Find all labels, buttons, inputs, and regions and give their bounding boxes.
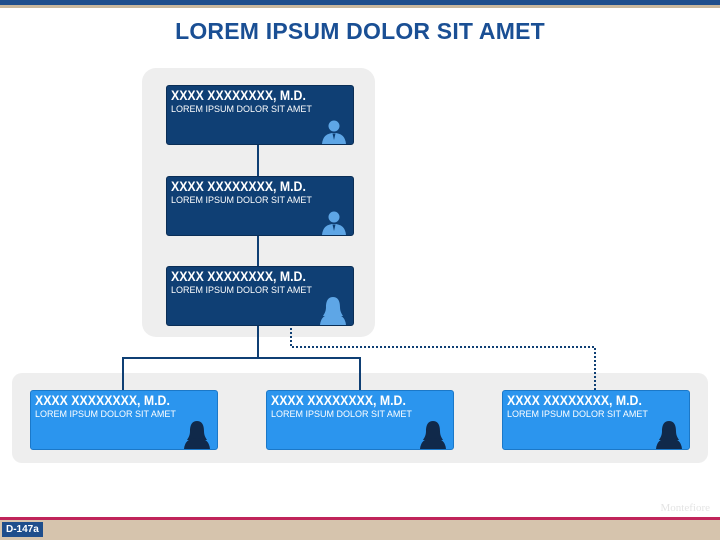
person-role: LOREM IPSUM DOLOR SIT AMET [35,409,176,419]
person-role: LOREM IPSUM DOLOR SIT AMET [171,195,312,205]
org-box-1: XXXX XXXXXXXX, M.D. LOREM IPSUM DOLOR SI… [166,85,354,145]
male-person-icon [322,211,346,235]
person-role: LOREM IPSUM DOLOR SIT AMET [507,409,648,419]
person-name: XXXX XXXXXXXX, M.D. [171,268,306,284]
female-person-icon [656,421,682,449]
footer-accent-line [0,517,720,520]
slide-title: LOREM IPSUM DOLOR SIT AMET [175,18,545,44]
footer-bar [0,520,720,540]
female-person-icon [420,421,446,449]
male-person-icon [322,120,346,144]
person-name: XXXX XXXXXXXX, M.D. [271,392,406,408]
person-role: LOREM IPSUM DOLOR SIT AMET [271,409,412,419]
person-name: XXXX XXXXXXXX, M.D. [507,392,642,408]
person-name: XXXX XXXXXXXX, M.D. [35,392,170,408]
person-role: LOREM IPSUM DOLOR SIT AMET [171,285,312,295]
org-box-2: XXXX XXXXXXXX, M.D. LOREM IPSUM DOLOR SI… [166,176,354,236]
person-name: XXXX XXXXXXXX, M.D. [171,178,306,194]
org-box-3: XXXX XXXXXXXX, M.D. LOREM IPSUM DOLOR SI… [166,266,354,326]
top-tan-stripe [0,5,720,8]
person-role: LOREM IPSUM DOLOR SIT AMET [171,104,312,114]
female-person-icon [184,421,210,449]
female-person-icon [320,297,346,325]
watermark-logo-text: Montefiore [660,502,710,514]
person-name: XXXX XXXXXXXX, M.D. [171,87,306,103]
slide-id-badge: D-147a [2,522,43,537]
org-box-5: XXXX XXXXXXXX, M.D. LOREM IPSUM DOLOR SI… [266,390,454,450]
dotted-reporting-line [290,324,596,390]
org-box-6: XXXX XXXXXXXX, M.D. LOREM IPSUM DOLOR SI… [502,390,690,450]
org-box-4: XXXX XXXXXXXX, M.D. LOREM IPSUM DOLOR SI… [30,390,218,450]
top-accent-bar [0,0,720,5]
